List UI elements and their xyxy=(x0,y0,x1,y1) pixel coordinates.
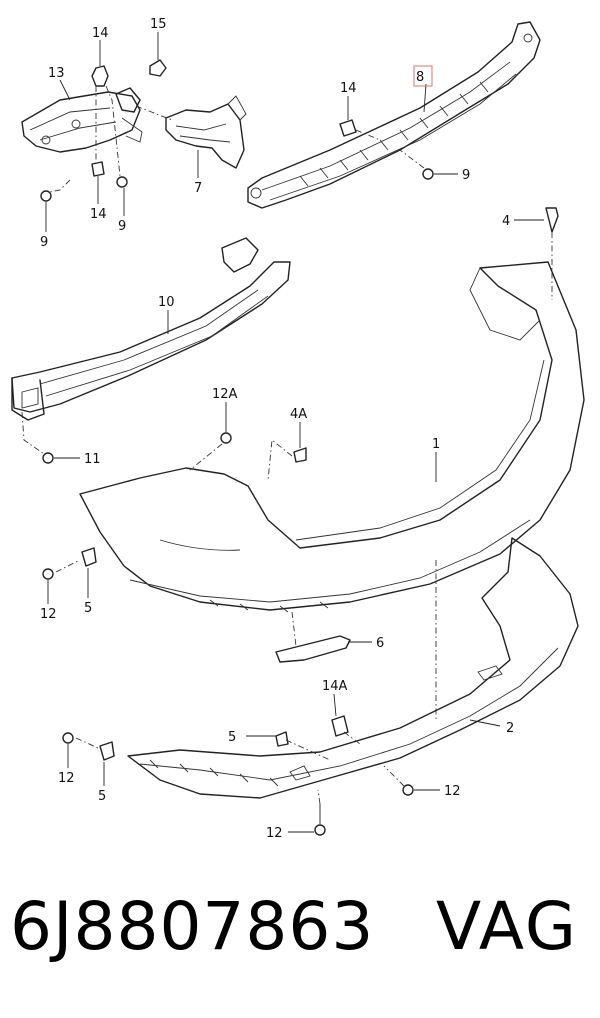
part-11-nut xyxy=(42,452,54,464)
part-10-impact-bar xyxy=(11,237,291,421)
callout-12-upper: 12 xyxy=(40,607,57,622)
callout-4a: 4A xyxy=(290,407,307,422)
callout-14-top: 14 xyxy=(92,26,109,41)
part-15-nut xyxy=(149,59,167,77)
exploded-parts-diagram: 8 14 15 13 14 9 7 14 9 9 4 10 12A 4A 1 1… xyxy=(11,17,585,841)
part-9-screw-right xyxy=(422,168,434,180)
part-14-clip-top xyxy=(91,65,109,87)
part-number: 6J8807863 xyxy=(10,888,375,965)
highlight-box-8 xyxy=(413,65,433,87)
callout-12-lower-right: 12 xyxy=(444,784,461,799)
fasteners xyxy=(40,59,559,836)
callout-7: 7 xyxy=(194,181,202,196)
callout-4: 4 xyxy=(502,214,510,229)
callout-14a: 14A xyxy=(322,679,348,694)
part-12-screw-upper xyxy=(42,568,54,580)
callout-labels: 8 14 15 13 14 9 7 14 9 9 4 10 12A 4A 1 1… xyxy=(40,17,514,841)
part-12-screw-bottom xyxy=(314,824,326,836)
part-5-clip-upper xyxy=(81,547,97,567)
part-1-bumper-cover xyxy=(79,261,585,613)
part-2-lower-trim xyxy=(127,537,579,799)
callout-12a: 12A xyxy=(212,387,238,402)
callout-14-right: 14 xyxy=(340,81,357,96)
callout-1: 1 xyxy=(432,437,440,452)
callout-9-left: 9 xyxy=(40,235,48,250)
part-5-clip-lower xyxy=(99,741,115,761)
part-9-screw-mid xyxy=(116,176,128,188)
callout-5-upper: 5 xyxy=(84,601,92,616)
callout-14-mid: 14 xyxy=(90,207,107,222)
callout-12-lower-left: 12 xyxy=(58,771,75,786)
part-8-guide-rail xyxy=(247,21,541,209)
part-4a-clip xyxy=(293,447,307,463)
callout-15: 15 xyxy=(150,17,167,32)
assembly-lines xyxy=(21,85,553,805)
callout-5-lower: 5 xyxy=(98,789,106,804)
part-12-screw-lower-right xyxy=(402,784,414,796)
part-5-clip-mid xyxy=(275,731,289,747)
part-12a-screw xyxy=(220,432,232,444)
brand-name: VAG xyxy=(435,888,578,965)
part-14-clip-right xyxy=(339,119,357,137)
callout-8: 8 xyxy=(416,70,424,85)
part-7-bracket xyxy=(165,95,247,169)
callout-9-mid: 9 xyxy=(118,219,126,234)
callout-13: 13 xyxy=(48,66,65,81)
part-14a-clip xyxy=(331,715,349,737)
callout-9-right: 9 xyxy=(462,168,470,183)
part-9-screw-left xyxy=(40,190,52,202)
part-6-reflector xyxy=(275,635,351,663)
footer: 6J8807863 VAG xyxy=(0,888,600,998)
callout-6: 6 xyxy=(376,636,384,651)
part-4-clip xyxy=(545,207,559,233)
part-12-screw-lower-left xyxy=(62,732,74,744)
leader-lines xyxy=(45,32,544,833)
part-14-clip-mid xyxy=(91,161,105,177)
callout-5-mid: 5 xyxy=(228,730,236,745)
part-13-bracket xyxy=(21,87,143,153)
callout-10: 10 xyxy=(158,295,175,310)
callout-12-bottom: 12 xyxy=(266,826,283,841)
callout-11: 11 xyxy=(84,452,101,467)
callout-2: 2 xyxy=(506,721,514,736)
